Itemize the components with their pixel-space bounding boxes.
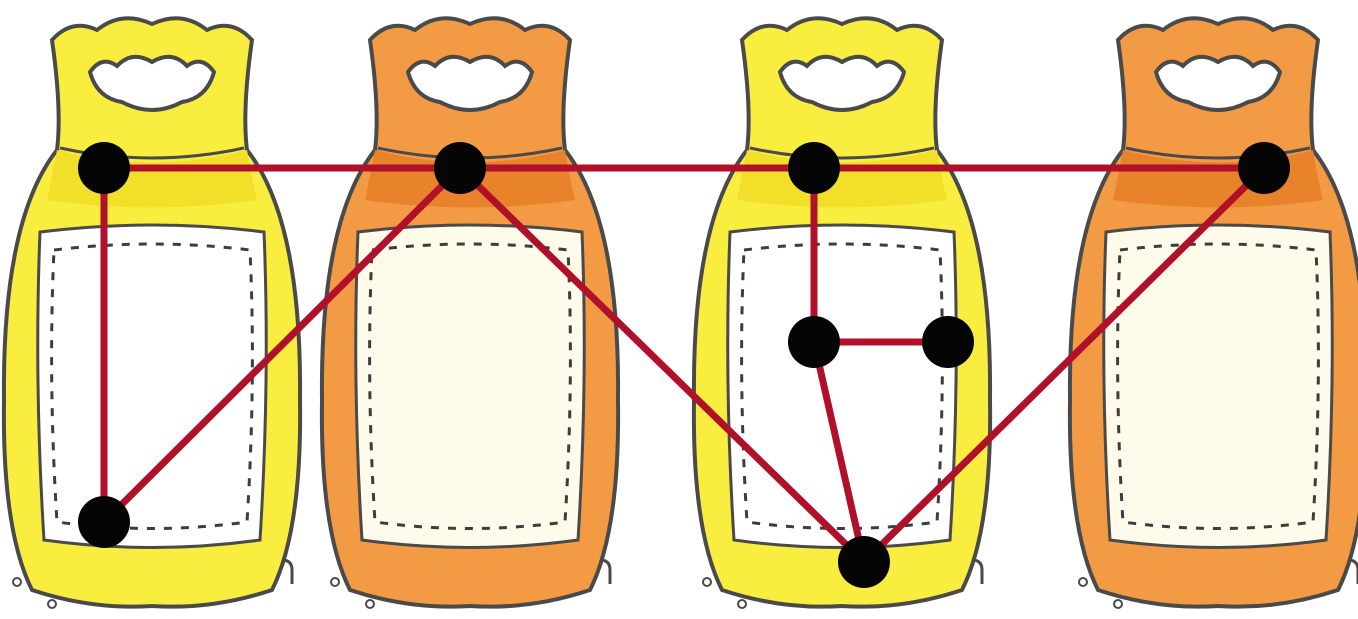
node-n4 — [1238, 142, 1290, 194]
burlap-sack-icon — [694, 18, 990, 608]
node-n1 — [78, 142, 130, 194]
burlap-sack-icon — [4, 18, 300, 608]
sack-dot-decoration — [366, 600, 374, 608]
node-n8 — [838, 536, 890, 588]
sack-dot-decoration — [703, 578, 711, 586]
sack-label-panel — [356, 225, 585, 548]
sacks-layer — [4, 18, 1358, 608]
sack-dot-decoration — [1079, 578, 1087, 586]
sack-dot-decoration — [48, 600, 56, 608]
node-n5 — [78, 496, 130, 548]
sack-dot-decoration — [331, 578, 339, 586]
node-n6 — [788, 316, 840, 368]
sack-label-panel — [1104, 225, 1333, 548]
sack-label-panel — [728, 225, 957, 548]
sack-dot-decoration — [1114, 600, 1122, 608]
sack-dot-decoration — [13, 578, 21, 586]
node-n7 — [922, 316, 974, 368]
sack-label-panel — [38, 225, 267, 548]
node-n3 — [788, 142, 840, 194]
sack-dot-decoration — [738, 600, 746, 608]
burlap-sack-icon — [322, 18, 618, 608]
node-n2 — [434, 142, 486, 194]
